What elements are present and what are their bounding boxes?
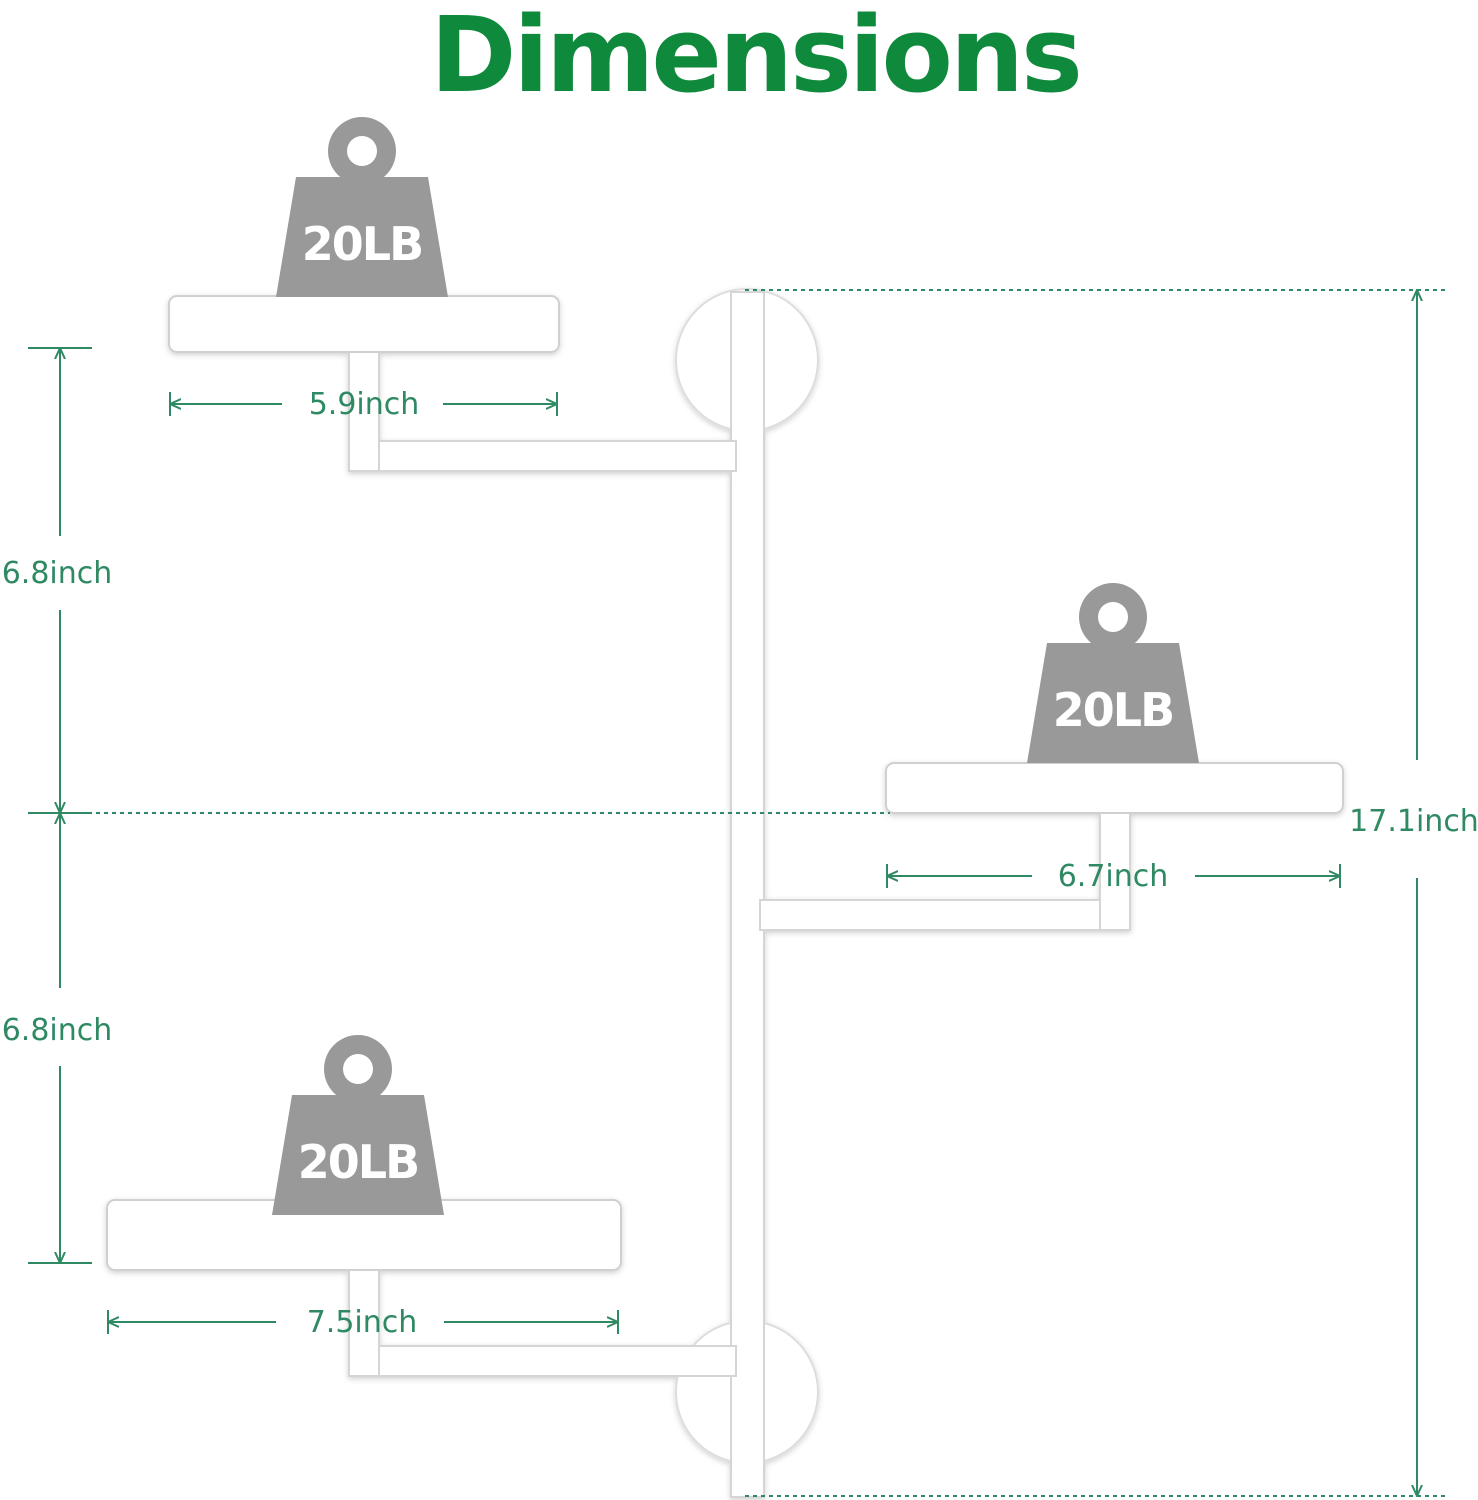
top-arm	[349, 440, 737, 472]
top-arm-riser	[348, 344, 380, 472]
top-weight: 20LB	[276, 117, 448, 297]
upper-spacing-label: 6.8inch	[2, 556, 113, 591]
middle-arm	[759, 899, 1131, 931]
bottom-weight-label: 20LB	[298, 1135, 418, 1189]
bottom-arm	[349, 1345, 737, 1377]
middle-arm-riser	[1099, 807, 1131, 931]
middle-shelf-width-label: 6.7inch	[1058, 859, 1169, 894]
page-title: Dimensions	[430, 0, 1083, 116]
middle-shelf	[885, 762, 1344, 814]
bottom-shelf-width-label: 7.5inch	[307, 1305, 418, 1340]
bottom-arm-riser	[348, 1264, 380, 1377]
lower-spacing-label: 6.8inch	[2, 1013, 113, 1048]
vertical-pipe	[730, 291, 765, 1498]
dimension-lines	[28, 289, 1448, 1497]
shelf-unit	[106, 288, 1344, 1498]
top-shelf-width-label: 5.9inch	[309, 387, 420, 422]
top-weight-label: 20LB	[302, 217, 422, 271]
middle-weight-label: 20LB	[1053, 683, 1173, 737]
top-shelf	[168, 295, 560, 353]
bottom-weight: 20LB	[272, 1035, 444, 1215]
total-height-label: 17.1inch	[1349, 804, 1478, 839]
middle-weight: 20LB	[1027, 583, 1199, 763]
